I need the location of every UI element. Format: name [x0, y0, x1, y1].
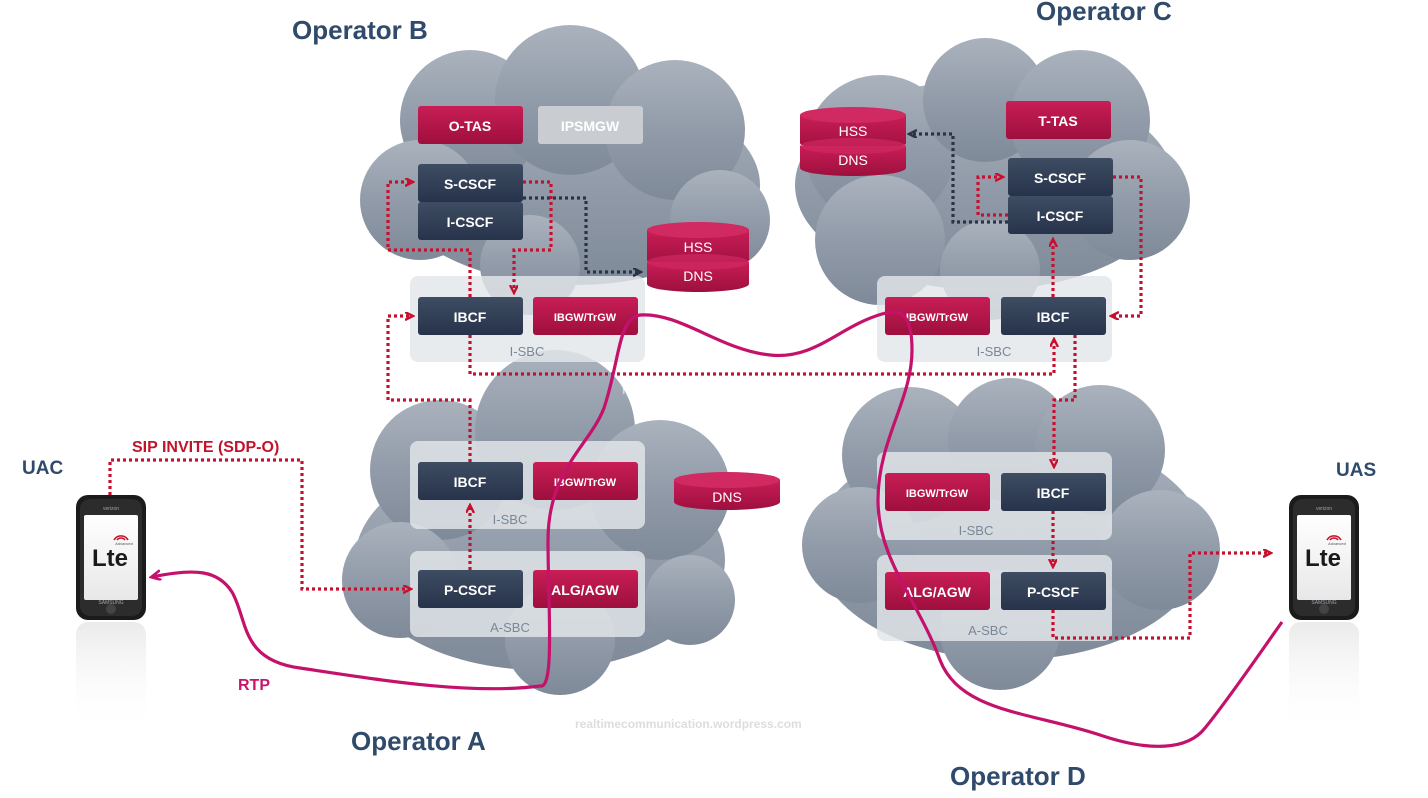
ipsmgw-label: IPSMGW — [561, 118, 620, 134]
dns-database-a: DNS — [674, 472, 780, 510]
uas-label: UAS — [1336, 460, 1376, 481]
node-ibcf-d: IBCF — [1001, 473, 1106, 511]
uas-phone: verizon Lte Advanced SAMSUNG — [1289, 495, 1359, 732]
node-s-cscf-b: S-CSCF — [418, 164, 523, 202]
uac-carrier: verizon — [103, 506, 119, 512]
operator-c-label: Operator C — [1036, 0, 1172, 26]
node-ibcf-b: IBCF — [418, 297, 523, 335]
node-t-tas: T-TAS — [1006, 101, 1111, 139]
node-p-cscf-a: P-CSCF — [418, 570, 523, 608]
icscf-to-scscf-c — [976, 177, 1008, 217]
s-cscf-label-b: S-CSCF — [444, 176, 497, 192]
node-i-cscf-b: I-CSCF — [418, 202, 523, 240]
ibcf-label-b: IBCF — [454, 309, 487, 325]
operator-b-label: Operator B — [292, 15, 428, 45]
watermark-top: realtimecommunication.wordpress.com — [622, 383, 849, 397]
dns-label-b: DNS — [683, 268, 713, 284]
icscf-to-hss-c — [910, 134, 1008, 224]
i-cscf-label-c: I-CSCF — [1037, 208, 1084, 224]
scscf-b-to-ibcf-b — [514, 180, 553, 292]
ibcf-c-to-ibcf-d — [1054, 335, 1077, 466]
node-ibgw-c: IBGW/TrGW — [885, 297, 990, 335]
node-ipsmgw: IPSMGW — [538, 106, 643, 144]
ibcf-label-d: IBCF — [1037, 485, 1070, 501]
uas-lte-logo: Lte — [1305, 545, 1341, 572]
rtp-media-path — [152, 310, 1284, 748]
operator-a-label: Operator A — [351, 726, 486, 756]
dns-label-c: DNS — [838, 152, 868, 168]
uac-lte-logo: Lte — [92, 545, 128, 572]
node-ibcf-a: IBCF — [418, 462, 523, 500]
hss-dns-database-c: HSS DNS — [800, 107, 906, 176]
uac-lte-sub: Advanced — [115, 541, 133, 546]
node-ibcf-c: IBCF — [1001, 297, 1106, 335]
i-cscf-label-b: I-CSCF — [447, 214, 494, 230]
p-cscf-label-a: P-CSCF — [444, 582, 497, 598]
p-cscf-label-d: P-CSCF — [1027, 584, 1080, 600]
node-p-cscf-d: P-CSCF — [1001, 572, 1106, 610]
ibgw-label-c: IBGW/TrGW — [906, 312, 969, 324]
alg-label-d: ALG/AGW — [903, 584, 971, 600]
uac-phone: verizon Lte Advanced SAMSUNG — [76, 495, 146, 732]
hss-dns-database-b: HSS DNS — [647, 222, 749, 292]
uas-carrier: verizon — [1316, 506, 1332, 512]
operator-d-label: Operator D — [950, 761, 1086, 791]
alg-label-a: ALG/AGW — [551, 582, 619, 598]
uas-brand: SAMSUNG — [1311, 600, 1336, 606]
node-i-cscf-c: I-CSCF — [1008, 196, 1113, 234]
node-s-cscf-c: S-CSCF — [1008, 158, 1113, 196]
node-o-tas: O-TAS — [418, 106, 523, 144]
sip-invite-label: SIP INVITE (SDP-O) — [132, 439, 279, 456]
node-ibgw-d: IBGW/TrGW — [885, 473, 990, 511]
node-ibgw-a: IBGW/TrGW — [533, 462, 638, 500]
isbc-label-c: I-SBC — [977, 344, 1012, 359]
ibcf-a-to-ibcf-b — [386, 316, 472, 462]
dns-label-a: DNS — [712, 489, 742, 505]
asbc-label-d: A-SBC — [968, 623, 1008, 638]
isbc-label-a: I-SBC — [493, 512, 528, 527]
asbc-label-a: A-SBC — [490, 620, 530, 635]
ibcf-label-c: IBCF — [1037, 309, 1070, 325]
isbc-label-d: I-SBC — [959, 523, 994, 538]
watermark-bottom: realtimecommunication.wordpress.com — [575, 717, 802, 731]
ibcf-b-to-ibcf-c — [468, 335, 1054, 376]
pcscf-d-to-uas — [1051, 553, 1270, 640]
ibgw-label-d: IBGW/TrGW — [906, 488, 969, 500]
uac-label: UAC — [22, 458, 63, 479]
ibcf-b-to-scscf-b — [386, 182, 472, 297]
node-ibgw-b: IBGW/TrGW — [533, 297, 638, 335]
s-cscf-label-c: S-CSCF — [1034, 170, 1087, 186]
hss-label-c: HSS — [839, 123, 868, 139]
sip-invite-uac-to-pcscf — [108, 458, 410, 589]
t-tas-label: T-TAS — [1038, 113, 1077, 129]
ibcf-label-a: IBCF — [454, 474, 487, 490]
isbc-label-b: I-SBC — [510, 344, 545, 359]
ibgw-label-a: IBGW/TrGW — [554, 477, 617, 489]
node-alg-a: ALG/AGW — [533, 570, 638, 608]
uac-brand: SAMSUNG — [98, 600, 123, 606]
ibgw-label-b: IBGW/TrGW — [554, 312, 617, 324]
uas-lte-sub: Advanced — [1328, 541, 1346, 546]
hss-label-b: HSS — [684, 239, 713, 255]
icscf-to-hss-b — [523, 196, 640, 272]
rtp-label: RTP — [238, 677, 270, 694]
scscf-c-to-ibcf-c — [1112, 175, 1143, 316]
o-tas-label: O-TAS — [449, 118, 492, 134]
